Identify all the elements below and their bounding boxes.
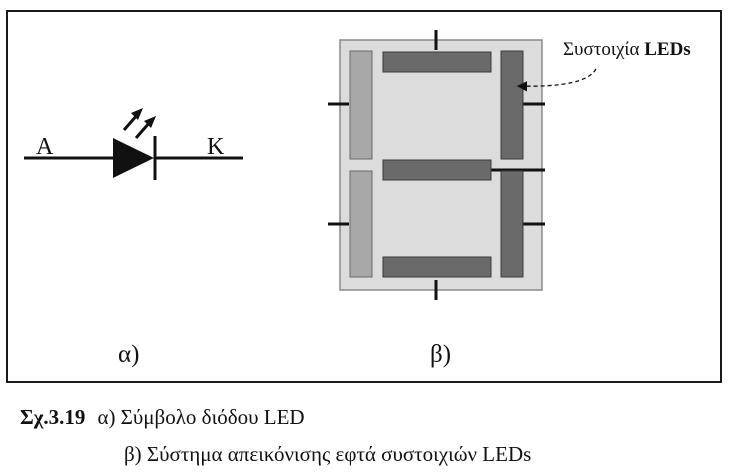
cathode-label: K: [207, 134, 225, 160]
caption-text-2: β) Σύστημα απεικόνισης εφτά συστοιχιών L…: [124, 442, 532, 466]
figure-number: Σχ.3.19: [20, 405, 86, 429]
figure-caption-line2: β) Σύστημα απεικόνισης εφτά συστοιχιών L…: [124, 442, 531, 467]
anode-label: A: [36, 134, 54, 160]
figure-caption-line1: Σχ.3.19 α) Σύμβολο διόδου LED: [20, 405, 305, 430]
diode-triangle: [113, 138, 154, 178]
led-array-label-prefix: Συστοιχία: [563, 39, 645, 60]
seven-segment-display: [328, 30, 597, 300]
segment-lower-left: [349, 170, 373, 278]
segment-top: [382, 51, 492, 73]
led-array-label-bold: LEDs: [644, 39, 691, 60]
sub-label-b: β): [430, 341, 452, 368]
segment-upper-left: [349, 50, 373, 160]
segment-upper-right: [500, 50, 524, 160]
figure-frame: [6, 10, 722, 383]
light-emission-arrows: [122, 108, 156, 139]
segment-bottom: [382, 256, 492, 278]
led-array-label: Συστοιχία LEDs: [563, 39, 691, 61]
sub-label-a: α): [118, 341, 140, 368]
display-pins: [328, 30, 545, 300]
led-diode-symbol: [24, 108, 243, 180]
caption-text-1: α) Σύμβολο διόδου LED: [97, 405, 305, 429]
segment-lower-right: [500, 170, 524, 278]
segment-middle: [382, 159, 492, 181]
array-pointer-arrow: [516, 68, 597, 92]
